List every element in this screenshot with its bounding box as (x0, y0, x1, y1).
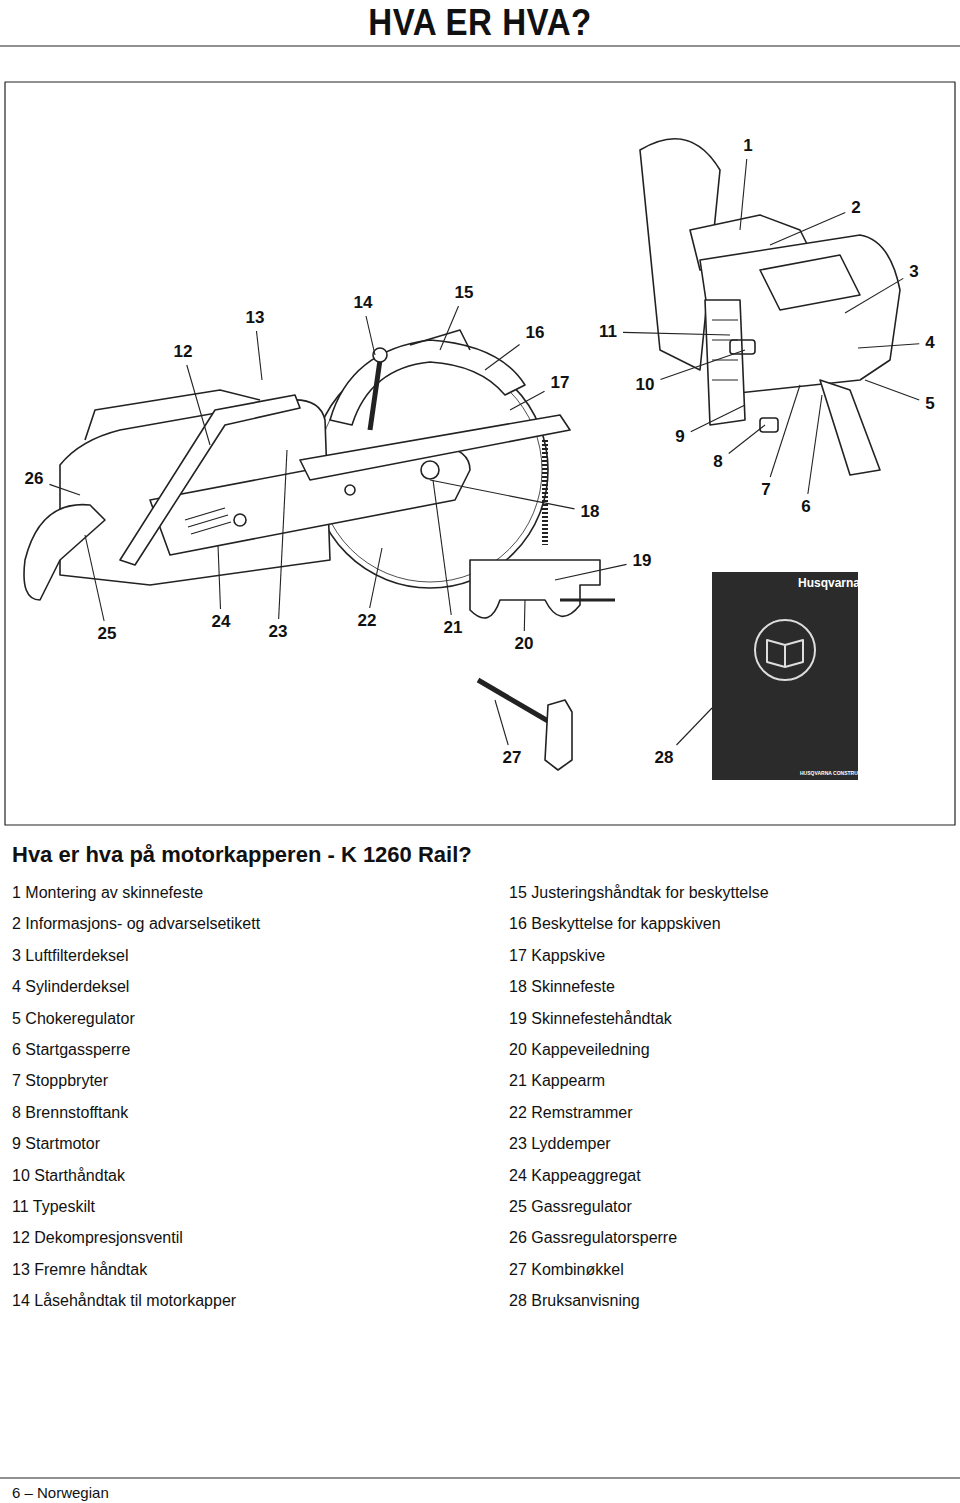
callout-number: 11 (596, 322, 620, 342)
callout-number: 24 (209, 612, 234, 632)
leader-line (858, 344, 919, 348)
subheading: Hva er hva på motorkapperen - K 1260 Rai… (12, 842, 472, 868)
callout-number: 18 (578, 502, 603, 522)
leader-line (555, 564, 627, 580)
callout-number: 26 (22, 469, 47, 489)
part-list-item: 2 Informasjons- og advarselsetikett (12, 915, 260, 933)
part-list-item: 20 Kappeveiledning (509, 1041, 650, 1059)
part-list-item: 4 Sylinderdeksel (12, 978, 129, 996)
callout-number: 20 (512, 634, 537, 654)
leader-line (524, 600, 526, 631)
leader-line (218, 545, 220, 609)
callout-number: 1 (740, 136, 755, 156)
leader-line (85, 535, 104, 621)
leader-line (691, 405, 745, 432)
leader-line (660, 350, 745, 380)
callout-number: 2 (848, 198, 863, 218)
part-list-item: 10 Starthåndtak (12, 1167, 125, 1185)
callout-number: 27 (500, 748, 525, 768)
callout-number: 22 (355, 611, 380, 631)
callout-number: 6 (798, 497, 813, 517)
callout-number: 4 (922, 333, 937, 353)
leader-line (623, 332, 730, 335)
leader-line (187, 365, 210, 445)
leader-line (740, 159, 747, 230)
leader-lines (49, 159, 919, 745)
leader-line (279, 450, 287, 619)
part-list-item: 27 Kombinøkkel (509, 1261, 624, 1279)
part-list-item: 6 Startgassperre (12, 1041, 130, 1059)
machine-drawing (0, 46, 960, 1478)
leader-line (256, 331, 262, 380)
part-list-item: 14 Låsehåndtak til motorkapper (12, 1292, 236, 1310)
part-list-item: 21 Kappearm (509, 1072, 605, 1090)
part-list-item: 25 Gassregulator (509, 1198, 632, 1216)
part-list-item: 16 Beskyttelse for kappskiven (509, 915, 721, 933)
leader-line (430, 480, 575, 509)
callout-number: 12 (171, 342, 196, 362)
leader-line (865, 380, 919, 400)
part-list-item: 19 Skinnefestehåndtak (509, 1010, 672, 1028)
leader-line (845, 278, 903, 313)
callout-number: 10 (633, 375, 658, 395)
part-list-item: 23 Lyddemper (509, 1135, 611, 1153)
part-list-item: 5 Chokeregulator (12, 1010, 135, 1028)
leader-line (729, 425, 765, 454)
leader-line (366, 316, 375, 355)
manual-cover-text: HUSQVARNA CONSTRUCTION PRODUCTS (800, 770, 903, 776)
part-list-item: 3 Luftfilterdeksel (12, 947, 129, 965)
callout-number: 21 (441, 618, 466, 638)
page-footer: 6 – Norwegian (12, 1484, 109, 1501)
part-list-item: 28 Bruksanvisning (509, 1292, 640, 1310)
callout-number: 15 (452, 283, 477, 303)
callout-number: 7 (758, 480, 773, 500)
brand-name: Husqvarna (798, 576, 860, 590)
part-list-item: 26 Gassregulatorsperre (509, 1229, 677, 1247)
callout-number: 28 (652, 748, 677, 768)
page-title: HVA ER HVA? (368, 2, 591, 44)
callout-number: 17 (548, 373, 573, 393)
part-list-item: 15 Justeringshåndtak for beskyttelse (509, 884, 769, 902)
leader-line (370, 548, 382, 608)
callout-number: 14 (351, 293, 376, 313)
callout-number: 9 (672, 427, 687, 447)
leader-line (440, 306, 459, 350)
part-list-item: 8 Brennstofftank (12, 1104, 128, 1122)
part-list-item: 17 Kappskive (509, 947, 605, 965)
part-list-item: 9 Startmotor (12, 1135, 100, 1153)
leader-line (676, 708, 712, 745)
callout-number: 3 (906, 262, 921, 282)
part-list-item: 1 Montering av skinnefeste (12, 884, 203, 902)
part-list-item: 24 Kappeaggregat (509, 1167, 641, 1185)
callout-number: 19 (630, 551, 655, 571)
leader-line (495, 700, 508, 745)
part-list-item: 22 Remstrammer (509, 1104, 633, 1122)
callout-number: 23 (266, 622, 291, 642)
leader-line (770, 385, 800, 477)
leader-line (510, 391, 545, 410)
callout-number: 25 (95, 624, 120, 644)
part-list-item: 7 Stoppbryter (12, 1072, 108, 1090)
leader-line (485, 344, 520, 370)
part-list-item: 11 Typeskilt (12, 1198, 95, 1216)
leader-line (433, 480, 451, 615)
leader-line (770, 213, 845, 245)
callout-number: 8 (710, 452, 725, 472)
part-list-item: 13 Fremre håndtak (12, 1261, 147, 1279)
callout-number: 13 (243, 308, 268, 328)
leader-line (808, 395, 822, 494)
part-list-item: 12 Dekompresjonsventil (12, 1229, 183, 1247)
part-list-item: 18 Skinnefeste (509, 978, 615, 996)
callout-number: 5 (922, 394, 937, 414)
leader-line (49, 484, 80, 495)
callout-number: 16 (523, 323, 548, 343)
